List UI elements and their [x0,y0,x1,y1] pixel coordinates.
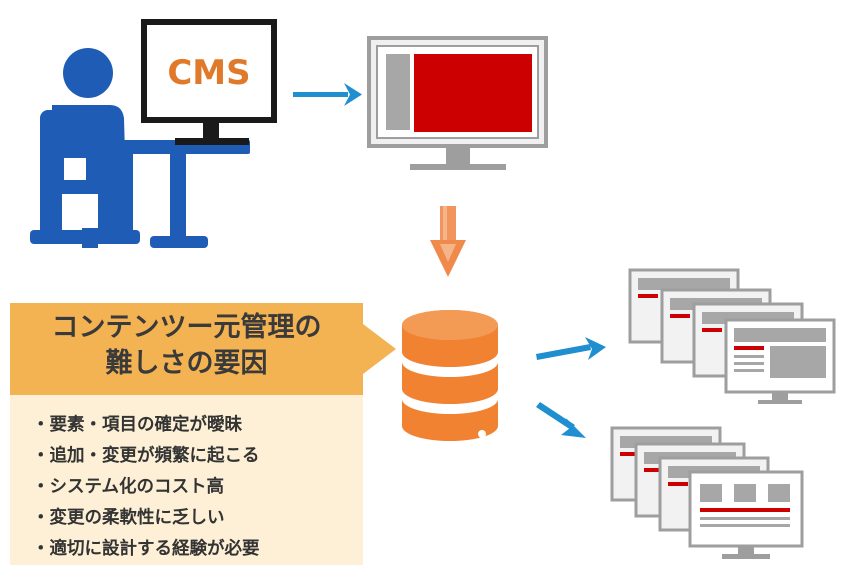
list-item: 適切に設計する経験が必要 [32,534,260,565]
arrow-to-pages-lower [536,402,586,438]
callout-header [10,303,363,395]
preview-monitor-icon [367,36,548,170]
callout-title: コンテンツー元管理の 難しさの要因 [10,310,363,382]
callout-title-line1: コンテンツー元管理の [51,312,322,343]
web-pages-icon [628,268,836,404]
list-item: 追加・変更が頻繁に起こる [32,441,260,472]
callout-title-line2: 難しさの要因 [105,348,268,379]
list-item: 変更の柔軟性に乏しい [32,503,260,534]
cms-monitor-icon: CMS [141,19,277,145]
list-item: システム化のコスト高 [32,472,260,503]
callout-pointer [363,324,396,374]
arrow-down-icon [430,206,466,277]
arrow-to-pages-upper [536,337,606,360]
arrow-to-preview [293,83,362,106]
web-pages-icon [610,426,804,559]
cms-label: CMS [167,53,250,93]
database-icon [402,310,498,441]
list-item: 要素・項目の確定が曖昧 [32,410,260,441]
person-at-desk-icon [30,48,250,248]
reasons-list: 要素・項目の確定が曖昧 追加・変更が頻繁に起こる システム化のコスト高 変更の柔… [32,410,260,565]
